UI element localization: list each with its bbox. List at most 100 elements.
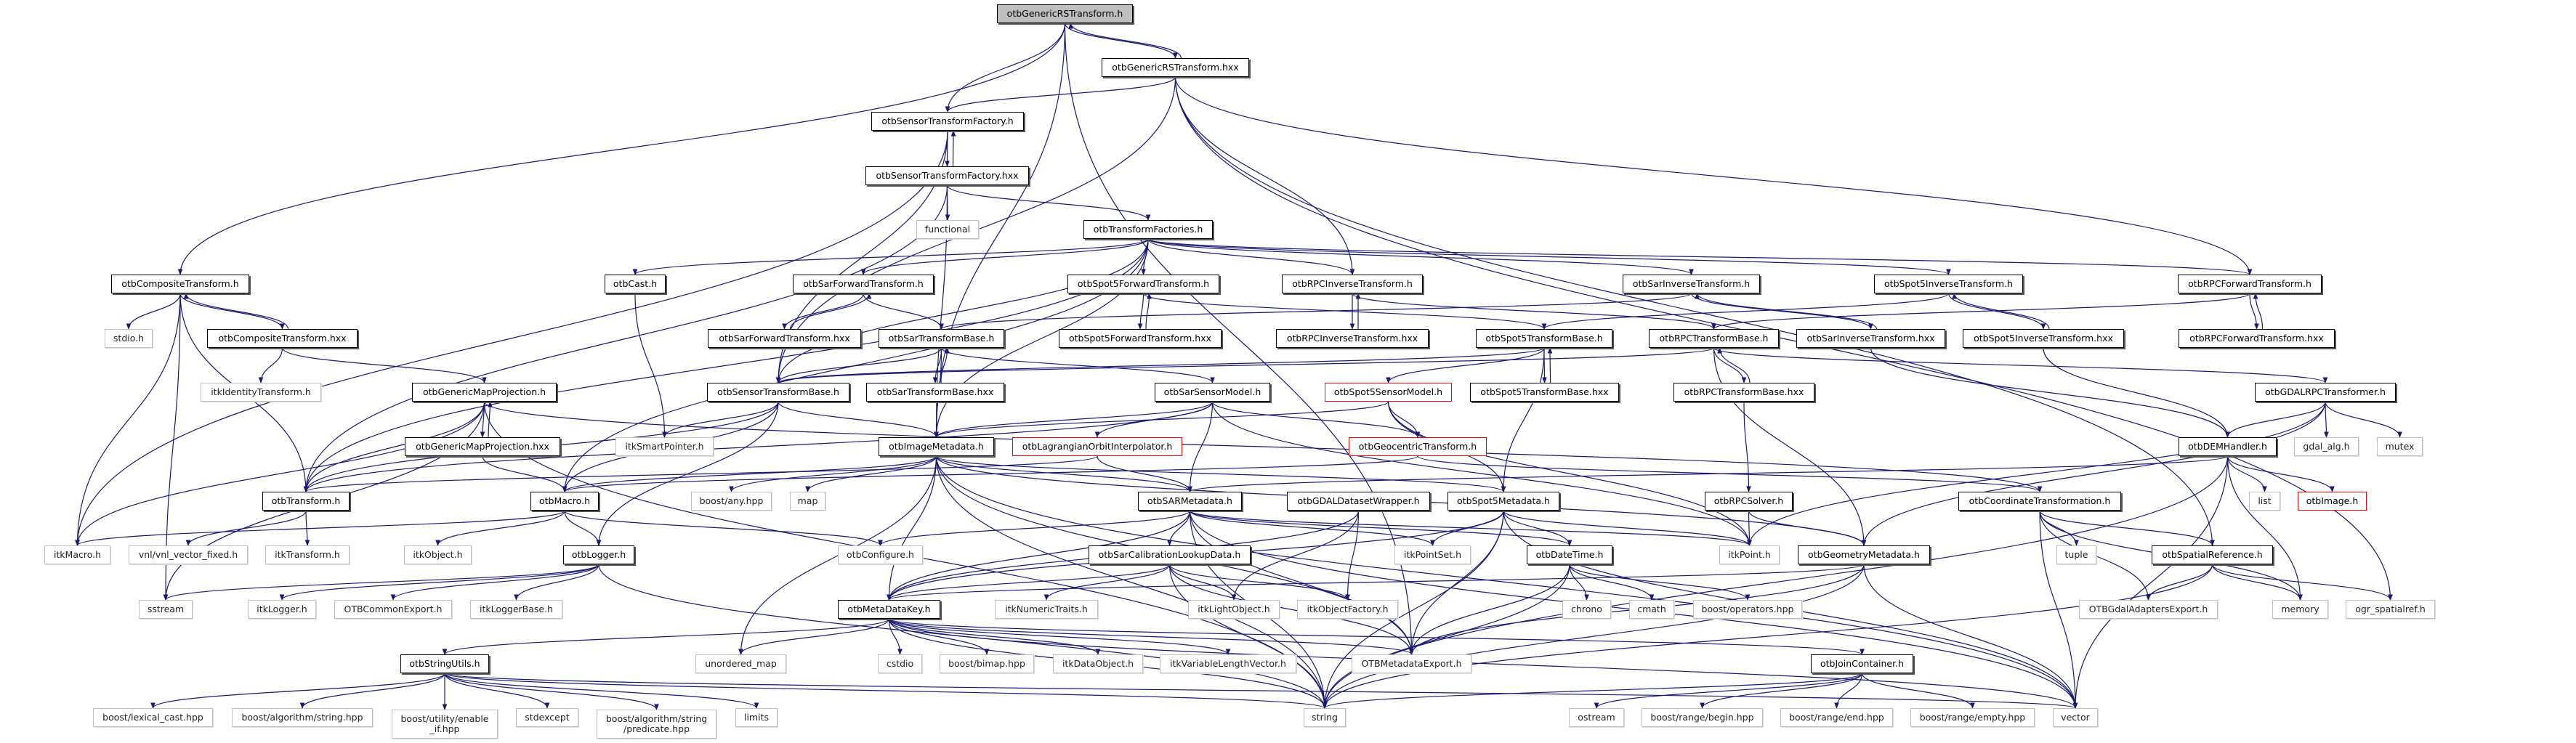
edge-otbmetadatakey-h-to-boost-bimap-hpp (888, 618, 990, 655)
node-otbcoordinatetransformation-h[interactable]: otbCoordinateTransformation.h (1958, 492, 2121, 511)
node-cstdio: cstdio (878, 654, 922, 673)
edge-otbcoordinatetransformation-h-to-otbspatialreference-h (2039, 510, 2215, 546)
node-otbtransform-h[interactable]: otbTransform.h (262, 492, 350, 511)
node-otbspatialreference-h[interactable]: otbSpatialReference.h (2152, 545, 2273, 564)
node-otbspot5transformbase-h[interactable]: otbSpot5TransformBase.h (1476, 329, 1612, 348)
edge-otbdatetime-h-to-cmath (1569, 564, 1655, 601)
edge-otbcast-h-to-itksmartpointer-h (634, 293, 667, 438)
node-otbgenericrstransform-hxx[interactable]: otbGenericRSTransform.hxx (1102, 58, 1249, 77)
edge-otbsarforwardtransform-h-to-otbsartransformbase-h (863, 293, 944, 330)
node-string: string (1304, 708, 1346, 727)
edge-otbsarsensormodel-h-to-itkpoint-h (1211, 401, 1752, 546)
node-otbsarforwardtransform-hxx[interactable]: otbSarForwardTransform.hxx (708, 329, 861, 348)
edge-otbspatialreference-h-to-ogr-spatialref-h (2211, 564, 2393, 601)
edge-otbspot5inversetransform-hxx-to-otbdemhandler-h (2043, 347, 2230, 438)
edge-otbgdalrpctransformer-h-to-mutex (2325, 401, 2402, 438)
node-otbsensortransformbase-h[interactable]: otbSensorTransformBase.h (707, 383, 849, 402)
edge-otbgdaldatasetwrapper-h-to-itkobjectfactory-h (1345, 510, 1360, 601)
edge-otbdemhandler-h-to-otbsarmetadata-h (1187, 455, 2229, 492)
edge-otbtransformfactories-h-to-otbsarforwardtransform-h (860, 238, 1149, 275)
edge-otbsarcalibrationlookupdata-h-to-itklightobject-h (1168, 564, 1237, 601)
edge-otblogger-h-to-itklogger-h (279, 564, 599, 601)
node-otbgenericmapprojection-hxx[interactable]: otbGenericMapProjection.hxx (405, 437, 560, 456)
edge-otbmacro-h-to-itkobject-h (435, 510, 565, 546)
edge-otbgenericrstransform-hxx-to-otbrpcinversetransform-h (1174, 76, 1355, 275)
edge-otbspot5inversetransform-h-to-otbspot5transformbase-h (1541, 293, 1950, 330)
edge-otbsarmetadata-h-to-otbdatetime-h (1189, 510, 1572, 546)
edge-otbmacro-h-to-itkmacro-h (75, 510, 565, 546)
node-otbrpcforwardtransform-h[interactable]: otbRPCForwardTransform.h (2178, 275, 2322, 293)
node-otbdatetime-h[interactable]: otbDateTime.h (1527, 545, 1612, 564)
node-otbrpcinversetransform-h[interactable]: otbRPCInverseTransform.h (1282, 275, 1423, 293)
edge-otbtransform-h-to-vnl-vnl-vector-fixed-h (185, 510, 307, 546)
node-otbcompositetransform-hxx[interactable]: otbCompositeTransform.hxx (207, 329, 358, 348)
node-otbspot5forwardtransform-h[interactable]: otbSpot5ForwardTransform.h (1067, 275, 1219, 293)
node-otbrpctransformbase-h[interactable]: otbRPCTransformBase.h (1649, 329, 1779, 348)
node-otbgenericmapprojection-h[interactable]: otbGenericMapProjection.h (412, 383, 557, 402)
node-otbgdaldatasetwrapper-h[interactable]: otbGDALDatasetWrapper.h (1287, 492, 1430, 511)
node-otbspot5inversetransform-h[interactable]: otbSpot5InverseTransform.h (1874, 275, 2023, 293)
node-otbcast-h[interactable]: otbCast.h (605, 275, 666, 293)
node-otblagrangianorbitinterpolator-h[interactable]: otbLagrangianOrbitInterpolator.h (1012, 437, 1182, 456)
edge-otbimagemetadata-h-to-boost-any-hpp (729, 455, 937, 492)
edge-otbspot5sensormodel-h-to-otbgeocentrictransform-h (1387, 401, 1421, 438)
node-otbspot5transformbase-hxx[interactable]: otbSpot5TransformBase.hxx (1470, 383, 1619, 402)
node-otbmacro-h[interactable]: otbMacro.h (530, 492, 599, 511)
node-otbcommonexport-h: OTBCommonExport.h (334, 600, 452, 619)
node-otbrpctransformbase-hxx[interactable]: otbRPCTransformBase.hxx (1673, 383, 1814, 402)
edge-otbimagemetadata-h-to-vector (935, 455, 2078, 709)
node-otbcompositetransform-h[interactable]: otbCompositeTransform.h (111, 275, 249, 293)
node-otbgeocentrictransform-h[interactable]: otbGeocentricTransform.h (1349, 437, 1487, 456)
node-otbgdalrpctransformer-h[interactable]: otbGDALRPCTransformer.h (2255, 383, 2396, 402)
node-otbstringutils-h[interactable]: otbStringUtils.h (400, 654, 489, 673)
edge-otbsarsensormodel-h-to-otbsarmetadata-h (1187, 401, 1214, 492)
node-otbsarforwardtransform-h[interactable]: otbSarForwardTransform.h (793, 275, 934, 293)
node-otbgeometrymetadata-h[interactable]: otbGeometryMetadata.h (1798, 545, 1930, 564)
node-otbgenericrstransform-h[interactable]: otbGenericRSTransform.h (997, 4, 1133, 23)
node-otbjoincontainer-h[interactable]: otbJoinContainer.h (1811, 654, 1913, 673)
node-otbsarinversetransform-h[interactable]: otbSarInverseTransform.h (1623, 275, 1760, 293)
node-otbspot5metadata-h[interactable]: otbSpot5Metadata.h (1448, 492, 1559, 511)
edge-otbgdalrpctransformer-h-to-itkpoint-h (1747, 401, 2326, 546)
node-otbspot5sensormodel-h[interactable]: otbSpot5SensorModel.h (1325, 383, 1452, 402)
node-otbsarcalibrationlookupdata-h[interactable]: otbSarCalibrationLookupData.h (1089, 545, 1251, 564)
edge-otbrpcinversetransform-h-to-otbrpctransformbase-h (1352, 293, 1716, 330)
edge-otbspot5metadata-h-to-otbdatetime-h (1503, 510, 1572, 546)
node-mutex: mutex (2377, 437, 2423, 456)
node-stdio-h: stdio.h (105, 329, 153, 348)
node-otbimagemetadata-h[interactable]: otbImageMetadata.h (879, 437, 994, 456)
node-otbdemhandler-h[interactable]: otbDEMHandler.h (2179, 437, 2277, 456)
node-otbrpcsolver-h[interactable]: otbRPCSolver.h (1705, 492, 1793, 511)
node-otbspot5inversetransform-hxx[interactable]: otbSpot5InverseTransform.hxx (1963, 329, 2124, 348)
node-otbsartransformbase-h[interactable]: otbSarTransformBase.h (879, 329, 1004, 348)
node-itkmacro-h: itkMacro.h (44, 545, 110, 564)
node-otbspot5forwardtransform-hxx[interactable]: otbSpot5ForwardTransform.hxx (1059, 329, 1222, 348)
edge-otbstringutils-h-to-vector (444, 673, 2078, 709)
edge-otbsarsensormodel-h-to-otbgeocentrictransform-h (1211, 401, 1421, 438)
node-otbsarinversetransform-hxx[interactable]: otbSarInverseTransform.hxx (1796, 329, 1945, 348)
node-otbsarsensormodel-h[interactable]: otbSarSensorModel.h (1155, 383, 1270, 402)
node-otblogger-h[interactable]: otbLogger.h (563, 545, 634, 564)
edge-otbtransformfactories-h-to-otbcast-h (632, 238, 1149, 275)
node-otbimage-h[interactable]: otbImage.h (2298, 492, 2367, 511)
node-otbsensortransformfactory-h[interactable]: otbSensorTransformFactory.h (871, 112, 1024, 131)
node-otbmetadatakey-h[interactable]: otbMetaDataKey.h (838, 600, 940, 619)
edge-otbdatetime-h-to-otbmetadataexport-h (1409, 564, 1570, 655)
edge-otbspatialreference-h-to-string (1322, 564, 2213, 709)
node-otbrpcforwardtransform-hxx[interactable]: otbRPCForwardTransform.hxx (2179, 329, 2335, 348)
edge-otbspot5inversetransform-hxx-to-otbspot5inversetransform-h (1952, 293, 2050, 330)
node-otbsartransformbase-hxx[interactable]: otbSarTransformBase.hxx (866, 383, 1004, 402)
node-otbsarmetadata-h[interactable]: otbSARMetadata.h (1138, 492, 1242, 511)
edge-otbrpcforwardtransform-h-to-otbrpcforwardtransform-hxx (2249, 293, 2259, 330)
node-itkpoint-h: itkPoint.h (1719, 545, 1780, 564)
node-otbsensortransformfactory-hxx[interactable]: otbSensorTransformFactory.hxx (865, 166, 1029, 185)
edge-otbcompositetransform-h-to-sstream (163, 293, 181, 601)
edge-otbspatialreference-h-to-otbgdaladaptersexport-h (2146, 564, 2213, 601)
edge-otbsarcalibrationlookupdata-h-to-string (1168, 564, 1328, 709)
edge-otbsartransformbase-hxx-to-otbsartransformbase-h (940, 347, 950, 383)
node-itksmartpointer-h: itkSmartPointer.h (615, 437, 714, 456)
node-otbtransformfactories-h[interactable]: otbTransformFactories.h (1083, 220, 1213, 239)
edge-otbgeometrymetadata-h-to-otbmetadatakey-h (887, 564, 1865, 601)
node-otbrpcinversetransform-hxx[interactable]: otbRPCInverseTransform.hxx (1276, 329, 1429, 348)
edge-otbgdalrpctransformer-h-to-otbdemhandler-h (2225, 401, 2326, 438)
